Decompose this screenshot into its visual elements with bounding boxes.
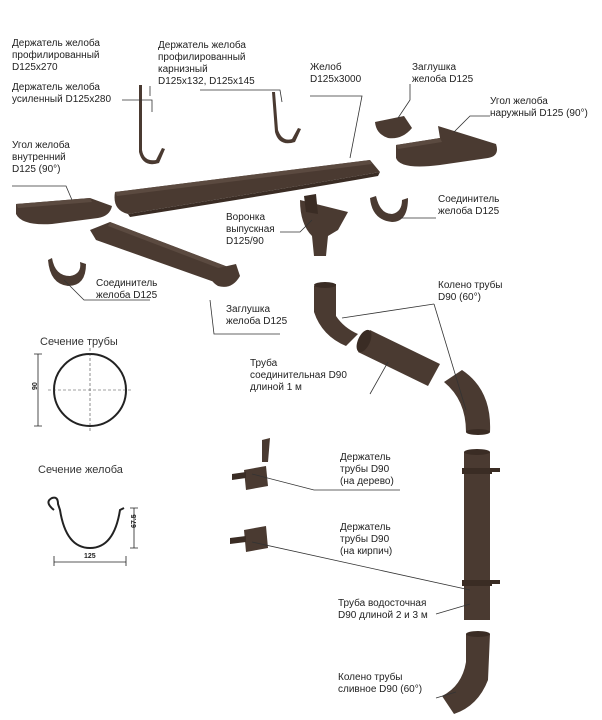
label-holder-profiled: Держатель желоба профилированный D125x27… [12,38,100,73]
pipe-section: 90 [32,348,132,432]
label-outer-corner: Угол желоба наружный D125 (90°) [490,96,588,119]
elbow-top [314,282,358,346]
label-elbow: Колено трубы D90 (60°) [438,280,503,303]
pipe-connecting [356,329,440,386]
label-connector-left: Соединитель желоба D125 [96,278,158,301]
gutter-holder-cornice [272,92,301,144]
connector-right [370,196,408,222]
gutter-depth: 67.5 [131,514,138,528]
label-gutter: Желоб D125x3000 [310,62,362,85]
elbow-middle [444,370,491,435]
inner-corner [16,198,112,225]
gutter-width: 125 [84,553,96,560]
label-connector-right: Соединитель желоба D125 [438,194,500,217]
label-inner-corner: Угол желоба внутренний D125 (90°) [12,140,70,175]
connector-left [48,258,86,286]
pipe-holder-wood [232,438,270,490]
drain-elbow [442,631,490,714]
label-downpipe: Труба водосточная D90 длиной 2 и 3 м [338,598,428,621]
label-end-cap-top: Заглушка желоба D125 [412,62,474,85]
downpipe [462,449,500,620]
label-holder-cornice: Держатель желоба профилированный карнизн… [158,40,255,87]
gutter-holder-profiled [139,85,165,165]
outer-corner [396,126,497,167]
label-drain-elbow: Колено трубы сливное D90 (60°) [338,672,423,695]
gutter-main [114,160,381,217]
pipe-holder-brick [230,526,268,552]
leader-lines [12,84,490,699]
gutter-section: 125 67.5 [47,496,138,566]
label-holder-reinforced: Держатель желоба усиленный D125x280 [12,82,112,105]
label-end-cap-bottom: Заглушка желоба D125 [226,304,288,327]
gutter-diagonal [90,222,236,284]
gutter-section-title: Сечение желоба [38,464,123,476]
label-pipe-holder-wood: Держатель трубы D90 (на дерево) [340,452,394,487]
funnel [300,194,348,256]
label-funnel: Воронка выпускная D125/90 [226,212,275,247]
label-pipe-holder-brick: Держатель трубы D90 (на кирпич) [340,522,393,557]
pipe-dim: 90 [32,382,39,390]
end-cap-top [375,116,412,139]
pipe-section-title: Сечение трубы [40,336,118,348]
end-cap-bottom [209,264,240,287]
label-pipe-connecting: Труба соединительная D90 длиной 1 м [250,358,347,393]
